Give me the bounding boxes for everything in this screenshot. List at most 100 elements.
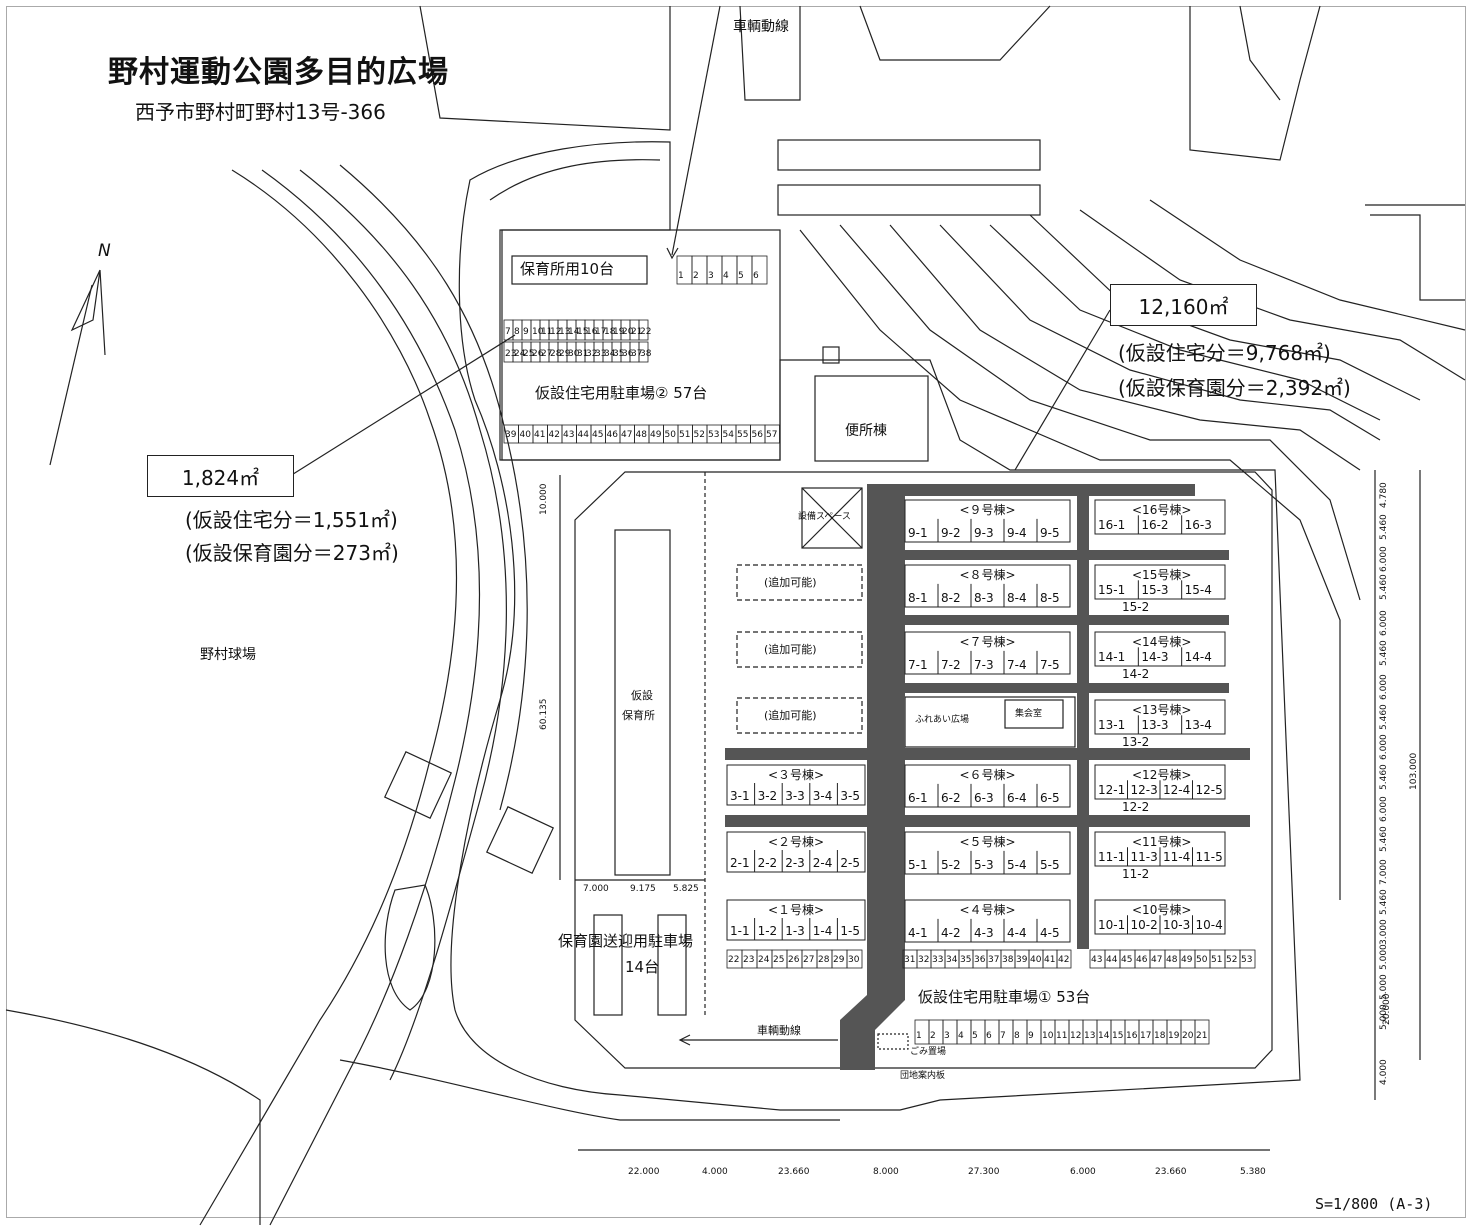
stall-number: 44 bbox=[1106, 955, 1118, 965]
dim-label: 7.000 bbox=[583, 884, 609, 894]
dim-label: 3.000 bbox=[1379, 919, 1389, 945]
dim-label: 5.460 bbox=[1379, 574, 1389, 600]
stall-number: 27 bbox=[541, 349, 553, 359]
meeting-hall-label: 集会室 bbox=[1015, 709, 1043, 719]
unit-label: 12-5 bbox=[1195, 783, 1223, 797]
dim-label: 5.460 bbox=[1379, 764, 1389, 790]
unit-label: 9-1 bbox=[908, 526, 928, 540]
dim-label: 5.460 bbox=[1379, 514, 1389, 540]
frame bbox=[6, 6, 1466, 1218]
stall-number: 18 bbox=[604, 327, 616, 337]
unit-label: 10-1 bbox=[1098, 918, 1126, 932]
stall-number: 4 bbox=[723, 271, 729, 281]
area-right-line2: (仮設保育園分＝2,392㎡) bbox=[1118, 376, 1351, 400]
stall-number: 40 bbox=[1030, 955, 1042, 965]
dim-label: 5.460 bbox=[1379, 826, 1389, 852]
stall-number: 35 bbox=[613, 349, 625, 359]
stall-number: 30 bbox=[848, 955, 860, 965]
building-name: <16号棟> bbox=[1132, 503, 1192, 517]
unit-label: 12-1 bbox=[1098, 783, 1126, 797]
parking-stall bbox=[1056, 949, 1072, 969]
unit-label: 13-3 bbox=[1141, 718, 1169, 732]
unit-label: 3-5 bbox=[840, 789, 860, 803]
building-name: <８号棟> bbox=[959, 568, 1016, 582]
stall-number: 52 bbox=[1226, 955, 1238, 965]
unit-label: 1-2 bbox=[757, 924, 778, 938]
housing-building bbox=[904, 764, 1071, 808]
unit-label: 16-3 bbox=[1184, 518, 1212, 532]
building-name: <５号棟> bbox=[959, 835, 1016, 849]
unit-label: 3-1 bbox=[730, 789, 750, 803]
stall-number: 30 bbox=[568, 349, 580, 359]
stall-number: 9 bbox=[1028, 1031, 1034, 1041]
stairs bbox=[777, 139, 1041, 171]
nursery-parking-box bbox=[511, 255, 648, 285]
unit-label: 6-2 bbox=[941, 791, 961, 805]
stall-number: 49 bbox=[650, 430, 662, 440]
stall-number: 11 bbox=[1056, 1031, 1068, 1041]
dim-label: 4.000 bbox=[702, 1167, 728, 1177]
housing-building bbox=[1094, 564, 1226, 600]
unit-label: 11-3 bbox=[1130, 850, 1158, 864]
unit-label: 14-1 bbox=[1098, 650, 1126, 664]
dim-label: 4.000 bbox=[1379, 1059, 1389, 1085]
stall-number: 48 bbox=[1166, 955, 1178, 965]
parking-stall bbox=[638, 319, 649, 341]
stall-number: 15 bbox=[1112, 1031, 1124, 1041]
stall-number: 2 bbox=[930, 1031, 936, 1041]
stairs bbox=[485, 805, 555, 875]
pickup-parking-slots bbox=[593, 914, 623, 1016]
stall-number: 8 bbox=[514, 327, 520, 337]
unit-label: 7-1 bbox=[908, 658, 928, 672]
unit-label: 5-1 bbox=[908, 858, 928, 872]
unit-label: 5-4 bbox=[1007, 858, 1027, 872]
building-name: <14号棟> bbox=[1132, 635, 1192, 649]
unit-label: 1-1 bbox=[730, 924, 750, 938]
housing-building bbox=[904, 631, 1071, 675]
scale-label: S=1/800 (A-3) bbox=[1315, 1195, 1433, 1213]
unit-label: 10-4 bbox=[1195, 918, 1223, 932]
contour-line bbox=[939, 224, 1381, 441]
unit-label: 8-4 bbox=[1007, 591, 1027, 605]
stall-number: 10 bbox=[532, 327, 544, 337]
stall-number: 12 bbox=[550, 327, 562, 337]
pickup-parking-line2: 14台 bbox=[625, 958, 660, 976]
parking2-label: 仮設住宅用駐車場② 57台 bbox=[535, 384, 708, 402]
building-name: <15号棟> bbox=[1132, 568, 1192, 582]
contour-line bbox=[339, 1059, 840, 1121]
stall-number: 37 bbox=[631, 349, 643, 359]
unit-label: 8-5 bbox=[1040, 591, 1060, 605]
stall-number: 44 bbox=[577, 430, 589, 440]
stall-number: 2 bbox=[693, 271, 699, 281]
parking-stall bbox=[1239, 949, 1256, 969]
unit-label: 9-5 bbox=[1040, 526, 1060, 540]
unit-label: 11-4 bbox=[1163, 850, 1191, 864]
stall-number: 39 bbox=[505, 430, 517, 440]
stall-number: 14 bbox=[568, 327, 580, 337]
temp-nursery-line2: 保育所 bbox=[622, 709, 655, 722]
stall-number: 20 bbox=[1182, 1031, 1194, 1041]
stall-number: 38 bbox=[1002, 955, 1014, 965]
contour-line bbox=[261, 169, 481, 1226]
contour-line bbox=[889, 224, 1361, 471]
contour-line bbox=[1370, 214, 1465, 301]
unit-label: 4-3 bbox=[974, 926, 994, 940]
dim-label: 20.000 bbox=[1382, 993, 1392, 1026]
unit-label: 9-3 bbox=[974, 526, 994, 540]
unit-label: 15-2 bbox=[1122, 600, 1150, 614]
roads bbox=[725, 484, 1250, 1070]
unit-label: 1-4 bbox=[812, 924, 833, 938]
dim-label: 9.175 bbox=[630, 884, 656, 894]
stall-number: 28 bbox=[818, 955, 830, 965]
area-left-line2: (仮設保育園分＝273㎡) bbox=[185, 541, 399, 565]
contour-line bbox=[384, 884, 436, 1011]
stall-number: 42 bbox=[1058, 955, 1070, 965]
dim-label: 6.000 bbox=[1379, 546, 1389, 572]
unit-label: 9-4 bbox=[1007, 526, 1027, 540]
stall-number: 8 bbox=[1014, 1031, 1020, 1041]
stall-number: 36 bbox=[622, 349, 634, 359]
dim-label: 60.135 bbox=[539, 698, 549, 731]
contour-line bbox=[339, 164, 528, 811]
unit-label: 1-5 bbox=[840, 924, 860, 938]
stairs bbox=[777, 184, 1041, 216]
